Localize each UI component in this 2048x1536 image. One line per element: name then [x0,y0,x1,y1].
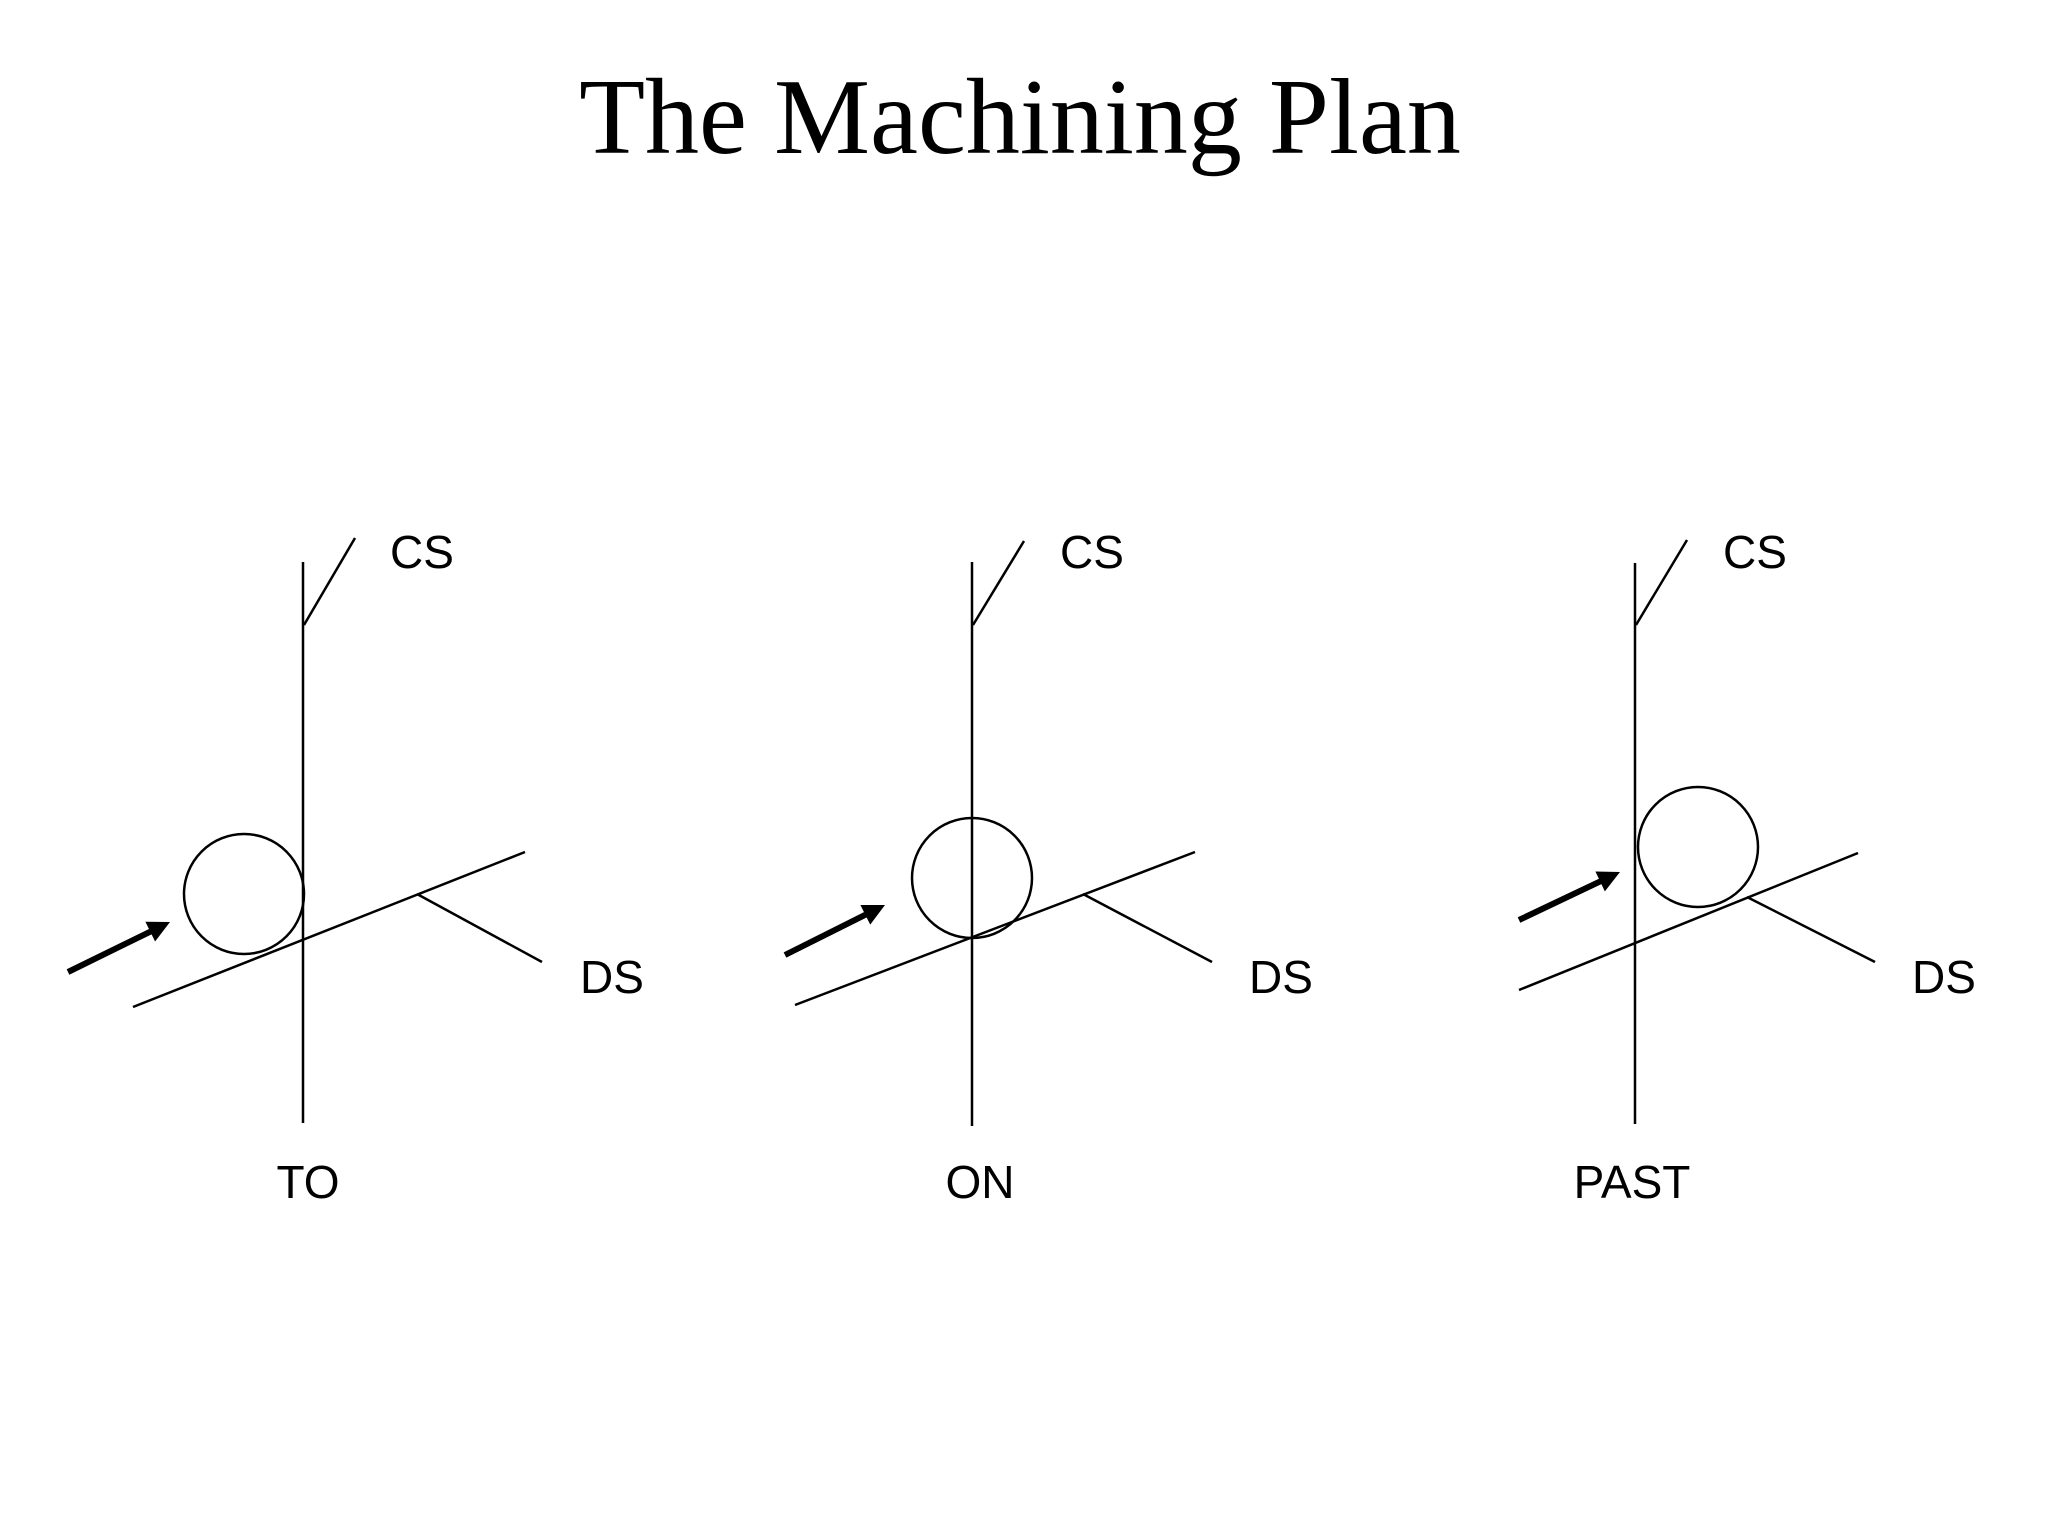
figure-caption: ON [946,1156,1015,1208]
approach-arrow-head [145,921,170,942]
approach-arrow-shaft [783,907,876,958]
cs-tick-line [302,537,357,626]
approach-arrow-head [1595,871,1620,892]
cs-tick-line [1634,539,1689,626]
figure-to: CS DS TO [66,526,644,1208]
approach-arrow-shaft [66,924,161,975]
ds-line [132,850,526,1009]
approach-arrow-head [860,905,885,925]
cs-label: CS [1060,526,1124,578]
slide-title: The Machining Plan [579,58,1461,177]
ds-leader-line [1082,892,1213,964]
cutter-circle [1636,785,1760,909]
approach-arrow-shaft [1517,874,1611,923]
cutter-circle [182,832,306,956]
cutter-circle [910,816,1034,940]
ds-label: DS [1249,951,1313,1003]
ds-leader-line [416,892,543,964]
cs-label: CS [1723,526,1787,578]
figure-past: CS DS PAST [1517,526,1976,1208]
figures-layer: CS DS TO CS DS ON CS DS PAST [66,526,1976,1208]
ds-line [1518,851,1859,992]
cs-tick-line [971,540,1026,626]
figure-caption: PAST [1574,1156,1691,1208]
ds-line [794,850,1196,1007]
ds-label: DS [1912,951,1976,1003]
cs-label: CS [390,526,454,578]
ds-leader-line [1746,895,1876,964]
figure-caption: TO [276,1156,339,1208]
figure-on: CS DS ON [783,526,1313,1208]
ds-label: DS [580,951,644,1003]
